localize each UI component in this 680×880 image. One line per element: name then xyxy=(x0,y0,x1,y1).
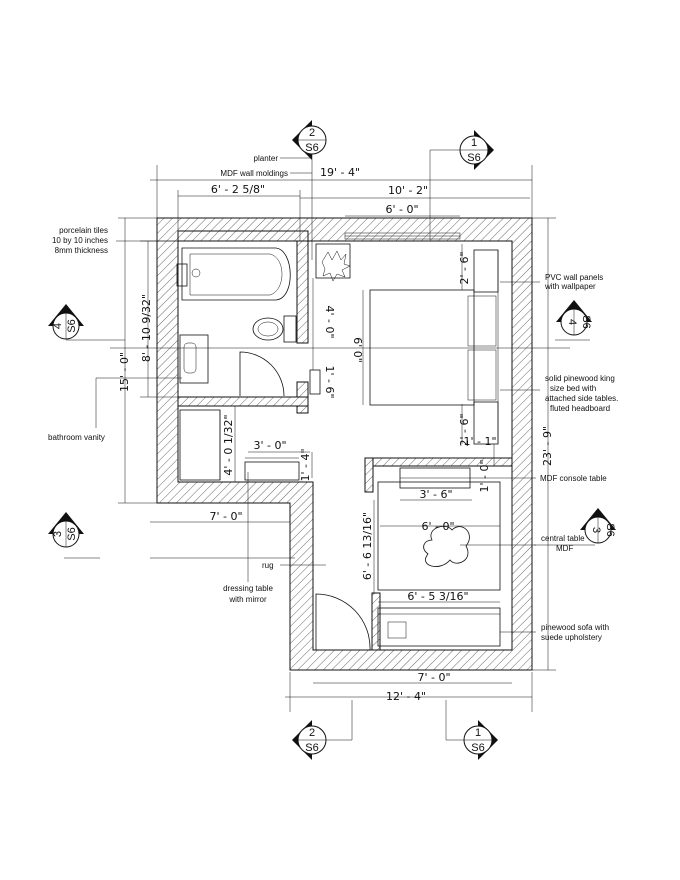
note-central-line1: central table xyxy=(541,534,585,543)
marker-sheet: S6 xyxy=(467,152,480,164)
note-bed-line1: solid pinewood king xyxy=(545,374,615,383)
entry-door xyxy=(315,593,371,651)
corridor-shelf xyxy=(309,369,321,395)
dim-sofa-width: 6' - 5 3/16" xyxy=(407,590,468,603)
section-marker-4-right: 4 S6 xyxy=(556,300,592,336)
dim-side-table-b: 2' - 6" xyxy=(458,413,471,446)
bathtub xyxy=(181,247,291,301)
marker-number: 4 xyxy=(52,323,64,329)
dim-dress-depth: 1' - 4" xyxy=(299,448,312,481)
section-marker-4-left: 4 S6 xyxy=(48,304,84,340)
dim-bath-width: 6' - 2 5/8" xyxy=(211,183,265,196)
dim-lower-left: 7' - 0" xyxy=(209,510,242,523)
leader-lines xyxy=(95,157,540,633)
walls xyxy=(156,217,533,671)
note-porcelain-line3: 8mm thickness xyxy=(55,246,108,255)
section-marker-3-left: 3 S6 xyxy=(48,512,84,548)
marker-number: 2 xyxy=(309,127,315,139)
marker-sheet: S6 xyxy=(305,142,318,154)
dim-dress-width: 3' - 0" xyxy=(253,439,286,452)
dim-right-total: 23' - 9" xyxy=(541,426,554,466)
dimension-lines xyxy=(110,165,570,712)
note-sofa-line1: pinewood sofa with xyxy=(541,623,609,632)
note-dressing-line2: with mirror xyxy=(228,595,267,604)
note-mdf-moldings: MDF wall moldings xyxy=(220,169,288,178)
marker-sheet: S6 xyxy=(66,319,78,332)
note-sofa-line2: suede upholstery xyxy=(541,633,602,642)
note-central-line2: MDF xyxy=(556,544,573,553)
dim-corridor-lower: 1' - 6" xyxy=(323,365,336,398)
dim-bed-width: 6' - 0" xyxy=(385,203,418,216)
dim-left-inner: 8' - 10 9/32" xyxy=(140,294,153,362)
dim-left-total: 15' - 0" xyxy=(118,352,131,392)
section-marker-3-right: 3 S6 xyxy=(580,508,616,544)
dim-lower-right: 7' - 0" xyxy=(417,671,450,684)
marker-sheet: S6 xyxy=(604,523,616,536)
section-markers: 2 S6 1 S6 4 S6 4 S6 xyxy=(48,120,616,760)
marker-number: 4 xyxy=(566,319,578,325)
dim-bed-zone-width: 10' - 2" xyxy=(388,184,428,197)
note-bed-line4: fluted headboard xyxy=(550,404,610,413)
marker-sheet: S6 xyxy=(305,742,318,754)
dim-overall-top: 19' - 4" xyxy=(320,166,360,179)
toilet xyxy=(252,315,297,343)
section-marker-2-top: 2 S6 xyxy=(292,120,327,160)
note-porcelain-line1: porcelain tiles xyxy=(59,226,108,235)
marker-sheet: S6 xyxy=(471,742,484,754)
dim-bed-length: 6' 0" xyxy=(351,337,364,363)
note-planter: planter xyxy=(254,154,279,163)
central-table xyxy=(423,526,470,567)
console-table xyxy=(399,467,471,489)
note-console: MDF console table xyxy=(540,474,607,483)
note-porcelain-line2: 10 by 10 inches xyxy=(52,236,108,245)
dim-corridor-upper: 4' - 0" xyxy=(323,305,336,338)
note-bathroom-vanity: bathroom vanity xyxy=(48,433,105,442)
note-pvc-line1: PVC wall panels xyxy=(545,273,603,282)
dim-console-gap: 1' - 0" xyxy=(478,459,491,492)
bed xyxy=(369,249,499,445)
note-dressing-line1: dressing table xyxy=(223,584,273,593)
faucet-icon xyxy=(176,263,188,287)
dim-vanity-height: 4' - 0 1/32" xyxy=(222,414,235,475)
vanity xyxy=(179,334,209,384)
note-bed-line3: attached side tables. xyxy=(545,394,618,403)
marker-number: 1 xyxy=(471,137,477,149)
dim-lounge-depth: 6' - 6 13/16" xyxy=(361,512,374,580)
marker-number: 1 xyxy=(475,727,481,739)
marker-number: 2 xyxy=(309,727,315,739)
side-table-top xyxy=(473,249,499,293)
dressing-table xyxy=(244,457,300,481)
wardrobe xyxy=(179,409,221,481)
section-marker-1-top: 1 S6 xyxy=(459,130,494,170)
dim-rug-width: 6' - 0" xyxy=(421,520,454,533)
note-bed-line2: size bed with xyxy=(550,384,596,393)
marker-number: 3 xyxy=(590,527,602,533)
rug xyxy=(377,481,501,591)
note-rug: rug xyxy=(262,561,274,570)
dim-overall-bottom: 12' - 4" xyxy=(386,690,426,703)
section-marker-1-bottom: 1 S6 xyxy=(463,720,498,760)
bathroom xyxy=(176,247,297,481)
section-marker-2-bottom: 2 S6 xyxy=(292,720,327,760)
dim-console-width: 3' - 6" xyxy=(419,488,452,501)
planter xyxy=(315,243,351,282)
note-pvc-line2: with wallpaper xyxy=(544,282,596,291)
dim-side-table-a: 2' - 6" xyxy=(458,251,471,284)
bathroom-door xyxy=(239,351,285,397)
marker-sheet: S6 xyxy=(580,315,592,328)
sofa xyxy=(377,607,501,647)
marker-number: 3 xyxy=(52,531,64,537)
dim-side-gap: 1' - 1" xyxy=(463,435,496,448)
marker-sheet: S6 xyxy=(66,527,78,540)
